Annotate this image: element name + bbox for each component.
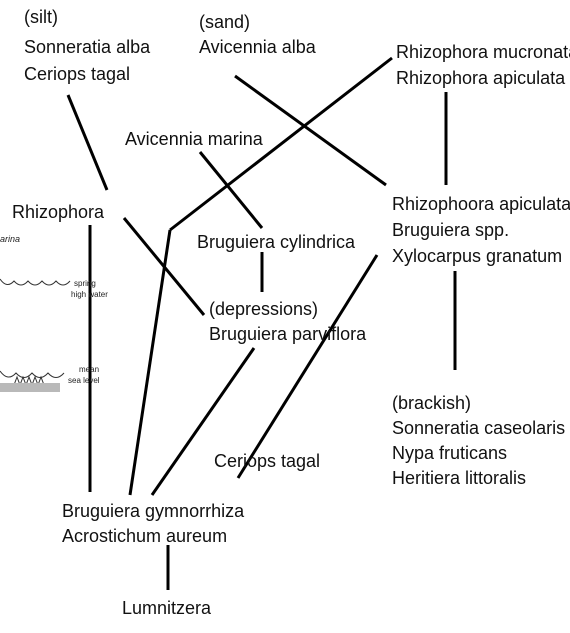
sea-level-label: sea level	[68, 376, 100, 385]
node-brackish: (brackish) Sonneratia caseolaris Nypa fr…	[392, 393, 565, 488]
spring-high-water-wave-icon	[0, 279, 70, 285]
node-sand: (sand) Avicennia alba	[199, 12, 317, 57]
mean-label: mean	[79, 365, 99, 374]
edge-rhizophoora-to-ceriops	[238, 255, 377, 478]
mucronata-line-1: Rhizophora mucronata	[396, 42, 570, 62]
spring-label: spring	[74, 279, 96, 288]
edge-depressions-to-gymnorrhiza	[152, 348, 254, 495]
brackish-line-2: Sonneratia caseolaris	[392, 418, 565, 438]
rhizophoora-line-1: Rhizophoora apiculata	[392, 194, 570, 214]
ceriops-line-1: Ceriops tagal	[214, 451, 320, 471]
node-lumnitzera: Lumnitzera	[122, 598, 212, 618]
mean-sea-level-wave-icon	[0, 371, 64, 378]
depressions-line-2: Bruguiera parviflora	[209, 324, 367, 344]
lumnitzera-line-1: Lumnitzera	[122, 598, 212, 618]
rhizophora-line-1: Rhizophora	[12, 202, 105, 222]
high-water-label: high water	[71, 290, 108, 299]
silt-line-3: Ceriops tagal	[24, 64, 130, 84]
node-rhizophoora-apiculata: Rhizophoora apiculata Bruguiera spp. Xyl…	[392, 194, 570, 266]
gymnorrhiza-line-1: Bruguiera gymnorrhiza	[62, 501, 245, 521]
gymnorrhiza-line-2: Acrostichum aureum	[62, 526, 227, 546]
brackish-line-3: Nypa fruticans	[392, 443, 507, 463]
silt-line-2: Sonneratia alba	[24, 37, 151, 57]
edge-marina-to-cylindrica	[200, 152, 262, 228]
silt-line-1: (silt)	[24, 7, 58, 27]
tide-inset: arina spring high water mean sea level	[0, 234, 108, 392]
mucronata-line-2: Rhizophora apiculata	[396, 68, 566, 88]
node-avicennia-marina: Avicennia marina	[125, 129, 264, 149]
node-rhizophora: Rhizophora	[12, 202, 105, 222]
node-gymnorrhiza: Bruguiera gymnorrhiza Acrostichum aureum	[62, 501, 245, 546]
depressions-line-1: (depressions)	[209, 299, 318, 319]
node-bruguiera-cylindrica: Bruguiera cylindrica	[197, 232, 356, 252]
edge-rhizophora-to-depressions	[124, 218, 204, 315]
sand-line-2: Avicennia alba	[199, 37, 317, 57]
rhizophoora-line-3: Xylocarpus granatum	[392, 246, 562, 266]
rhizophoora-line-2: Bruguiera spp.	[392, 220, 509, 240]
brackish-line-1: (brackish)	[392, 393, 471, 413]
sand-line-1: (sand)	[199, 12, 250, 32]
inset-partial-label: arina	[0, 234, 20, 244]
sea-floor-wedge	[0, 383, 60, 392]
brackish-line-4: Heritiera littoralis	[392, 468, 526, 488]
cylindrica-line-1: Bruguiera cylindrica	[197, 232, 356, 252]
node-ceriops-tagal: Ceriops tagal	[214, 451, 320, 471]
node-depressions: (depressions) Bruguiera parviflora	[209, 299, 367, 344]
edge-mucronata-to-gymnorrhiza-2	[130, 230, 170, 495]
node-silt: (silt) Sonneratia alba Ceriops tagal	[24, 7, 151, 84]
marina-line-1: Avicennia marina	[125, 129, 264, 149]
edge-silt-to-rhizophora	[68, 95, 107, 190]
node-rhizophora-mucronata: Rhizophora mucronata Rhizophora apiculat…	[396, 42, 570, 88]
